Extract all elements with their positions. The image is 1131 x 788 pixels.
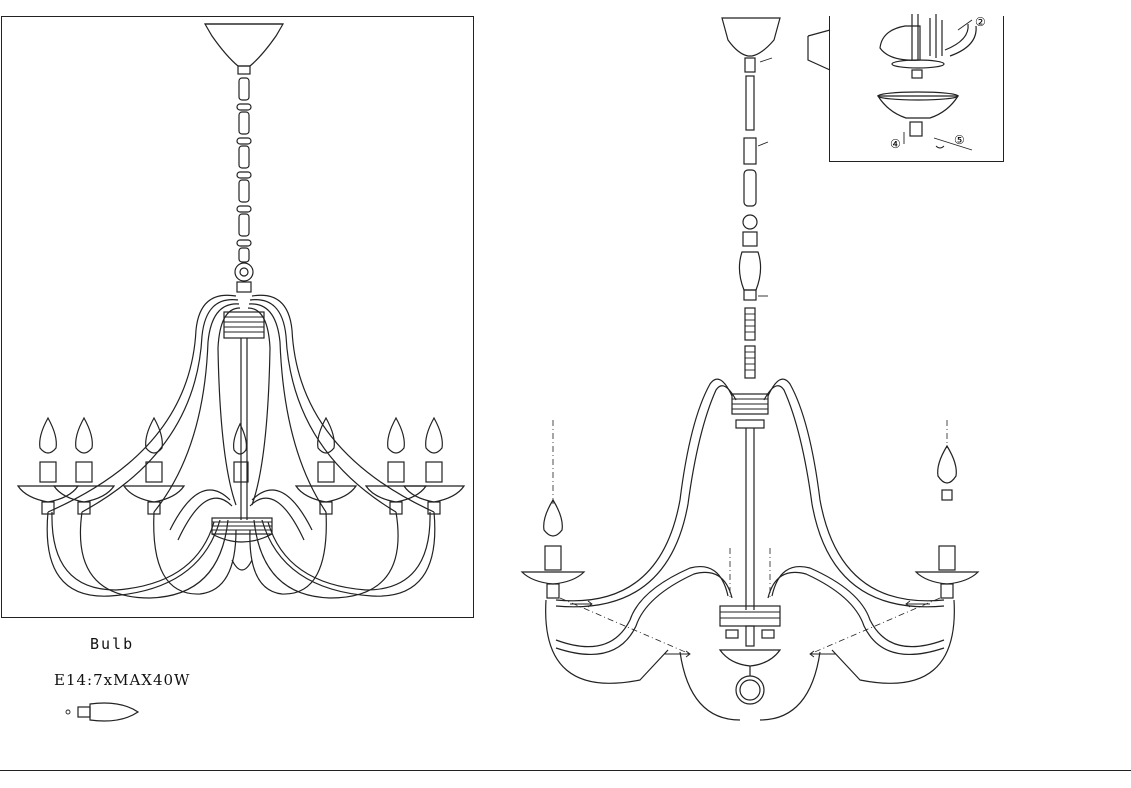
exploded-upper-hub — [731, 393, 769, 429]
callout-2: ② — [975, 15, 986, 29]
exploded-view — [520, 17, 980, 721]
chain — [234, 77, 254, 282]
exploded-inner-arms — [545, 548, 955, 721]
exploded-canopy — [721, 17, 781, 57]
exploded-candle-right — [914, 444, 980, 599]
lower-hub — [211, 517, 273, 571]
exploded-lower-hub — [718, 605, 782, 705]
hanging-assembly — [738, 57, 773, 379]
ceiling-detail-frame — [829, 16, 1004, 162]
exploded-candle-left — [520, 498, 586, 599]
candle-7 — [402, 416, 466, 515]
candle-5 — [294, 416, 358, 515]
canopy — [203, 23, 285, 67]
canopy-hook — [237, 65, 251, 75]
assembled-chandelier — [16, 23, 466, 599]
ceiling-detail: ② ④ ⑤ — [807, 14, 986, 151]
candle-bulb-icon — [65, 702, 140, 722]
bottom-border — [0, 770, 1131, 771]
candle-1 — [16, 416, 80, 515]
bulb-label: Bulb — [90, 635, 135, 653]
candle-2 — [52, 416, 116, 515]
candle-arms — [16, 416, 466, 515]
callout-5: ⑤ — [954, 133, 965, 147]
bulb-spec: E14:7xMAX40W — [54, 671, 191, 689]
candle-4 — [233, 422, 249, 483]
candle-3 — [122, 416, 186, 515]
outer-arms — [47, 294, 435, 513]
callout-4: ④ — [890, 137, 901, 151]
upper-connector — [236, 281, 252, 293]
assembly-leaders — [552, 420, 948, 658]
candle-6 — [364, 416, 428, 515]
assembled-view-frame — [1, 16, 474, 618]
upper-hub — [223, 311, 265, 339]
lower-arms — [46, 489, 436, 599]
exploded-arms — [555, 378, 945, 608]
